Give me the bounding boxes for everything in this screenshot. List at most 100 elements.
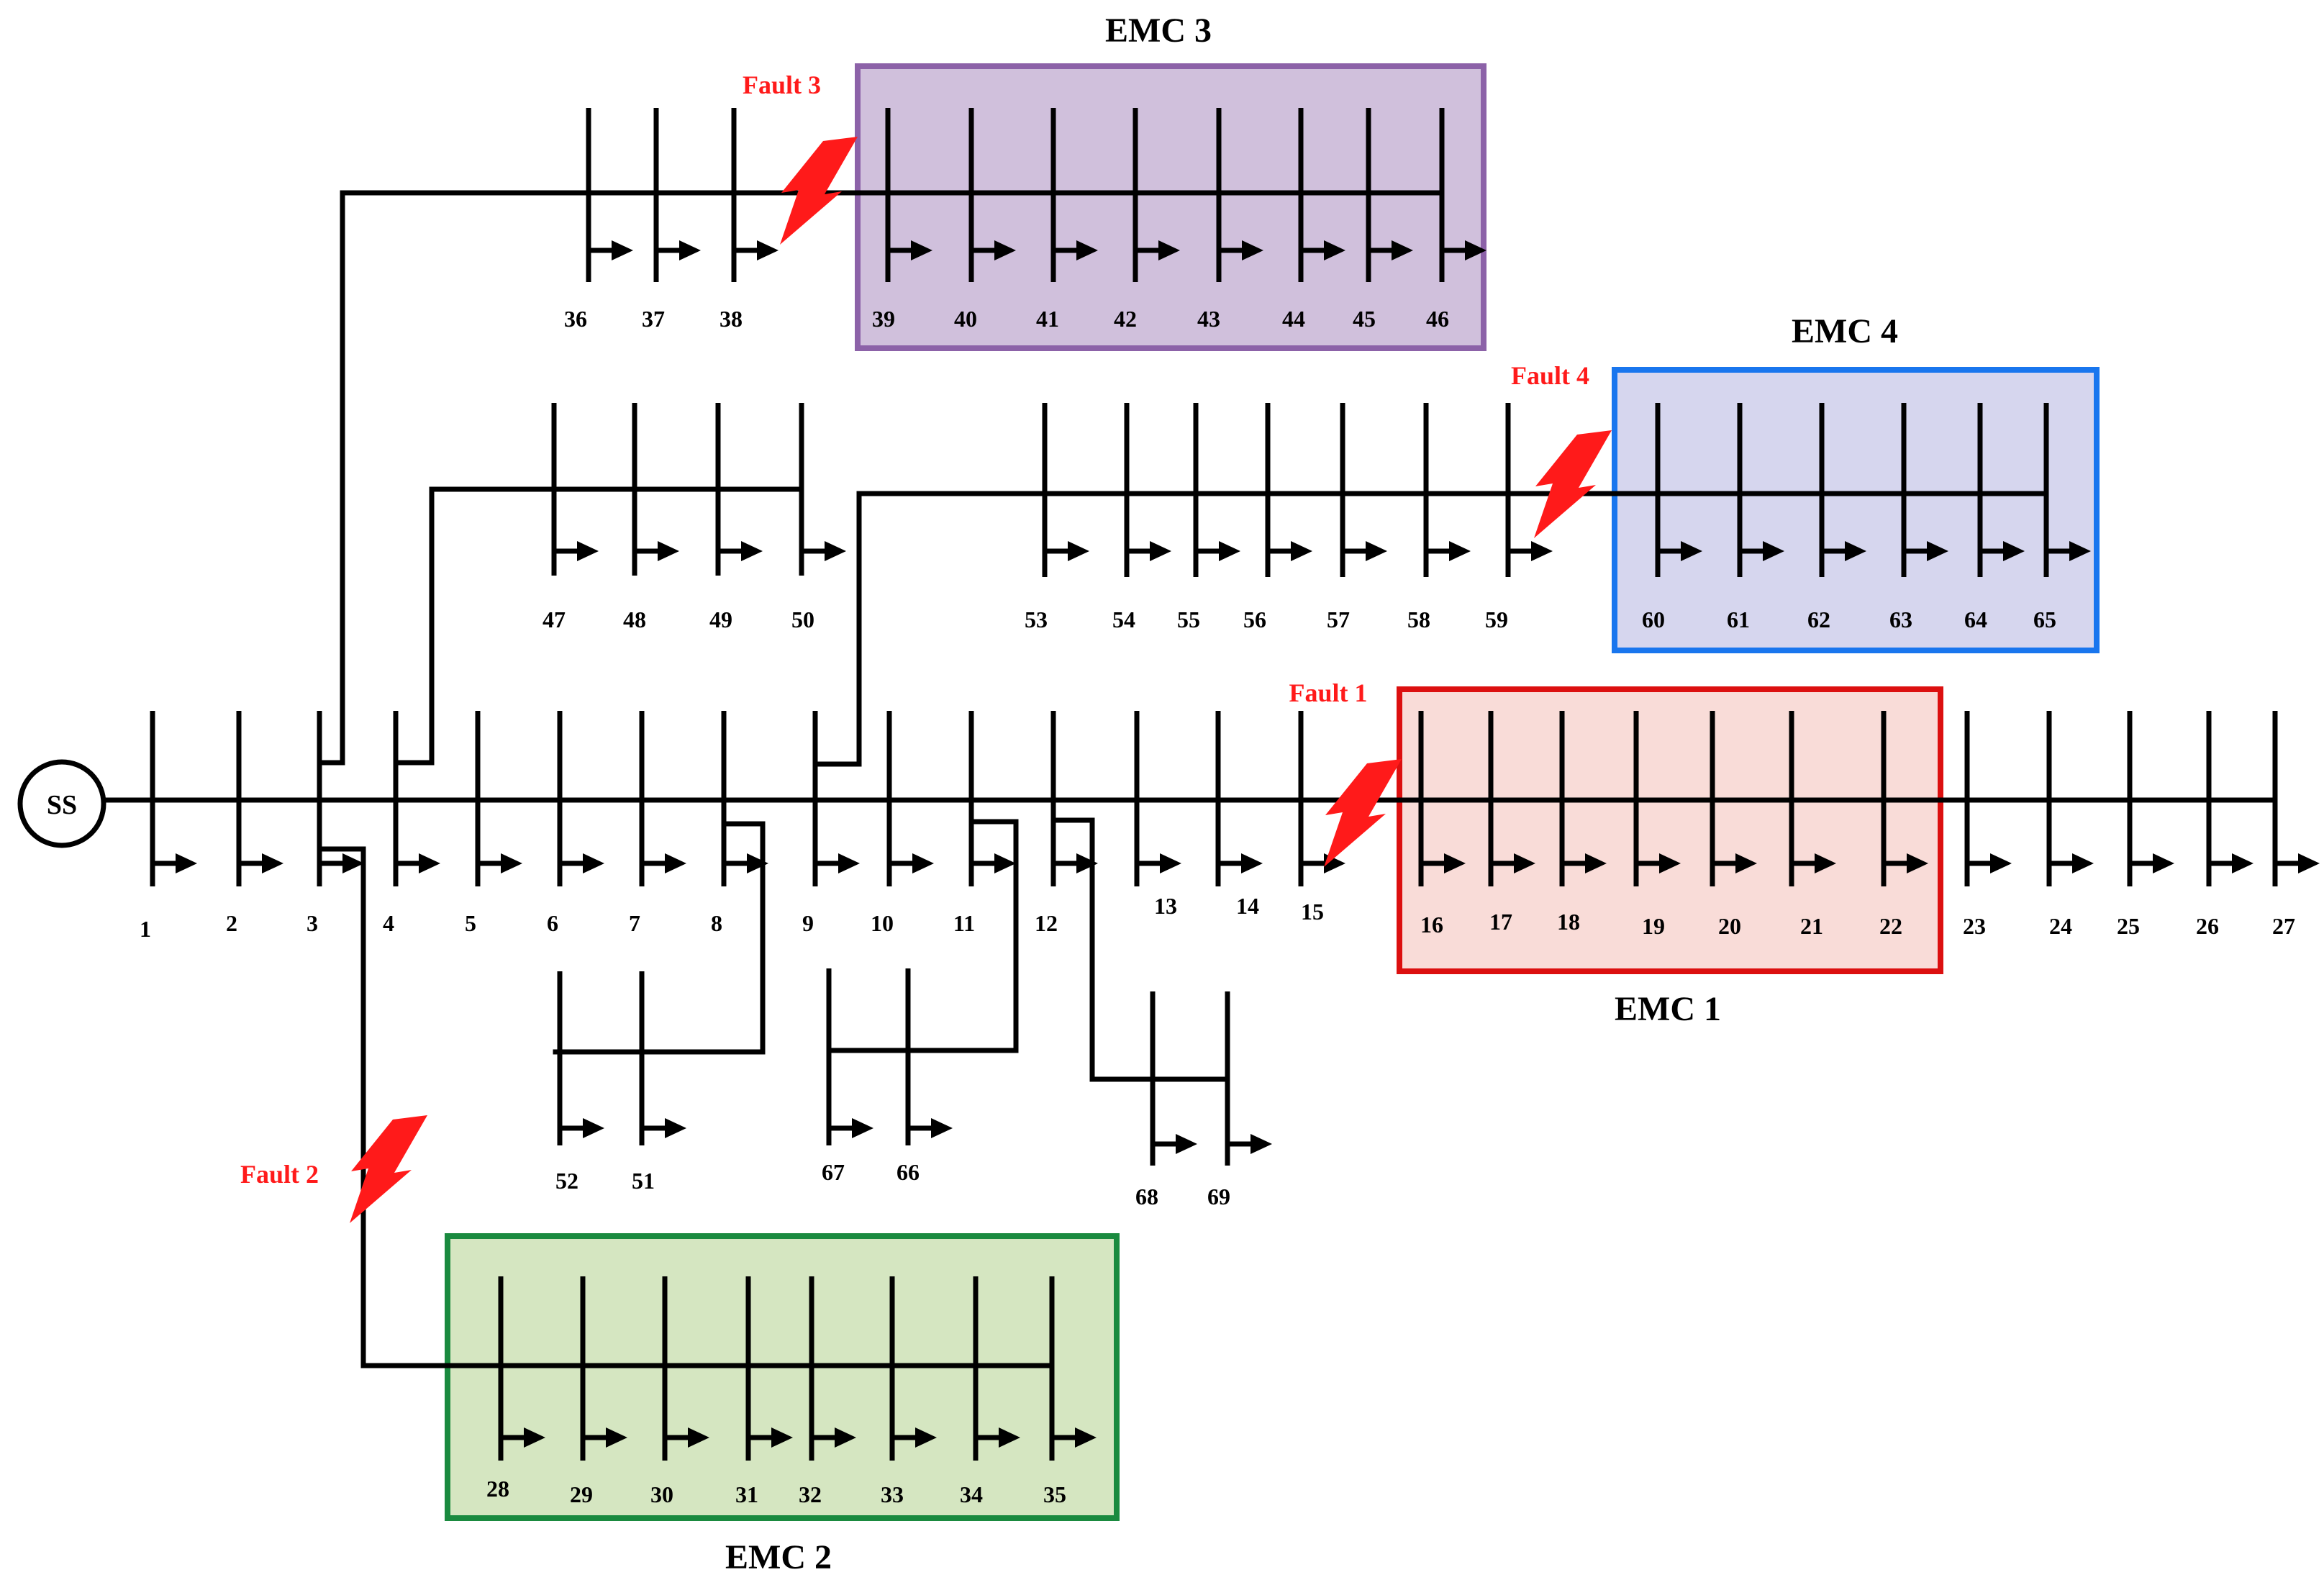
bus-label-44: 44 <box>1282 306 1305 332</box>
emc-label-2: EMC 2 <box>725 1538 832 1576</box>
load-arrow-icon <box>524 1427 545 1448</box>
bus-label-27: 27 <box>2272 913 2295 939</box>
load-arrow-icon <box>612 240 633 260</box>
load-arrow-icon <box>911 240 932 260</box>
bus-label-8: 8 <box>711 910 722 936</box>
load-arrow-icon <box>915 1427 937 1448</box>
load-arrow-icon <box>2072 853 2094 873</box>
load-arrow-icon <box>1735 853 1757 873</box>
feeder-line-4 <box>814 491 2049 767</box>
emc-label-4: EMC 4 <box>1792 312 1898 350</box>
bus-label-22: 22 <box>1879 913 1902 939</box>
bus-label-10: 10 <box>871 910 894 936</box>
bus-label-2: 2 <box>226 910 237 936</box>
load-arrow-icon <box>1990 853 2012 873</box>
bus-label-45: 45 <box>1353 306 1376 332</box>
bus-label-5: 5 <box>465 910 476 936</box>
load-arrow-icon <box>1763 541 1784 561</box>
bus-label-15: 15 <box>1301 899 1324 925</box>
load-arrow-icon <box>606 1427 627 1448</box>
fault-label-2: Fault 2 <box>240 1160 319 1189</box>
load-arrow-icon <box>1291 541 1312 561</box>
bus-label-46: 46 <box>1426 306 1449 332</box>
load-arrow-icon <box>1150 541 1171 561</box>
bus-label-25: 25 <box>2117 913 2140 939</box>
bus-label-16: 16 <box>1420 912 1443 937</box>
load-arrow-icon <box>688 1427 709 1448</box>
load-arrow-icon <box>1241 853 1263 873</box>
load-arrow-icon <box>994 853 1016 873</box>
feeder-line-5 <box>318 846 1055 1368</box>
bus-label-23: 23 <box>1963 913 1986 939</box>
bus-label-66: 66 <box>897 1159 920 1185</box>
load-arrow-icon <box>1531 541 1553 561</box>
feeder-line-6 <box>553 821 766 1055</box>
bus-label-21: 21 <box>1800 913 1823 939</box>
load-arrow-icon <box>1681 541 1702 561</box>
load-arrow-icon <box>994 240 1016 260</box>
load-arrow-icon <box>1075 1427 1097 1448</box>
emc-label-3: EMC 3 <box>1105 12 1212 50</box>
bus-label-62: 62 <box>1807 607 1830 632</box>
bus-label-37: 37 <box>642 306 665 332</box>
emc-zone-4 <box>1612 367 2100 653</box>
emc-zones <box>445 63 2100 1521</box>
load-arrow-icon <box>665 1118 686 1138</box>
bus-label-57: 57 <box>1327 607 1350 632</box>
load-arrow-icon <box>747 853 768 873</box>
load-arrow-icon <box>2232 853 2253 873</box>
load-arrow-icon <box>912 853 934 873</box>
bus-label-24: 24 <box>2049 913 2072 939</box>
load-arrow-icon <box>2069 541 2091 561</box>
faults <box>350 137 1612 1223</box>
load-arrow-icon <box>1160 853 1181 873</box>
bus-label-34: 34 <box>960 1481 983 1507</box>
bus-label-13: 13 <box>1154 893 1177 919</box>
bus-label-69: 69 <box>1207 1184 1230 1209</box>
bus-label-17: 17 <box>1489 909 1512 935</box>
load-arrow-icon <box>1076 240 1098 260</box>
bus-label-11: 11 <box>953 910 975 936</box>
load-arrow-icon <box>1659 853 1681 873</box>
bus-label-28: 28 <box>486 1476 509 1502</box>
load-arrow-icon <box>583 1118 604 1138</box>
load-arrow-icon <box>342 853 364 873</box>
bus-label-55: 55 <box>1177 607 1200 632</box>
bus-label-39: 39 <box>872 306 895 332</box>
load-arrow-icon <box>1219 541 1240 561</box>
fault-label-3: Fault 3 <box>743 71 821 99</box>
emc-label-1: EMC 1 <box>1615 990 1721 1028</box>
bus-label-19: 19 <box>1642 913 1665 939</box>
load-arrow-icon <box>1585 853 1607 873</box>
bus-label-14: 14 <box>1236 893 1259 919</box>
load-arrow-icon <box>1845 541 1866 561</box>
load-arrow-icon <box>741 541 763 561</box>
load-arrow-icon <box>176 853 197 873</box>
bus-label-12: 12 <box>1035 910 1058 936</box>
load-arrow-icon <box>2298 853 2320 873</box>
feeder-line-2 <box>318 190 1445 766</box>
bus-label-29: 29 <box>570 1481 593 1507</box>
bus-label-9: 9 <box>802 910 814 936</box>
bus-label-58: 58 <box>1407 607 1430 632</box>
bus-label-49: 49 <box>709 607 732 632</box>
bus-label-67: 67 <box>822 1159 845 1185</box>
bus-label-43: 43 <box>1197 306 1220 332</box>
load-arrow-icon <box>1068 541 1089 561</box>
bus-label-41: 41 <box>1036 306 1059 332</box>
bus-label-4: 4 <box>383 910 394 936</box>
feeder-line-7 <box>826 819 1019 1053</box>
lightning-bolt-icon <box>1324 759 1402 867</box>
bus-label-65: 65 <box>2033 607 2056 632</box>
lightning-bolt-icon <box>780 137 858 245</box>
load-arrow-icon <box>501 853 522 873</box>
bus-label-36: 36 <box>564 306 587 332</box>
load-arrow-icon <box>1444 853 1466 873</box>
bus-label-1: 1 <box>140 916 151 942</box>
bus-label-68: 68 <box>1135 1184 1158 1209</box>
lightning-bolt-icon <box>350 1115 427 1223</box>
load-arrow-icon <box>931 1118 953 1138</box>
load-arrow-icon <box>1907 853 1928 873</box>
bus-label-18: 18 <box>1557 909 1580 935</box>
